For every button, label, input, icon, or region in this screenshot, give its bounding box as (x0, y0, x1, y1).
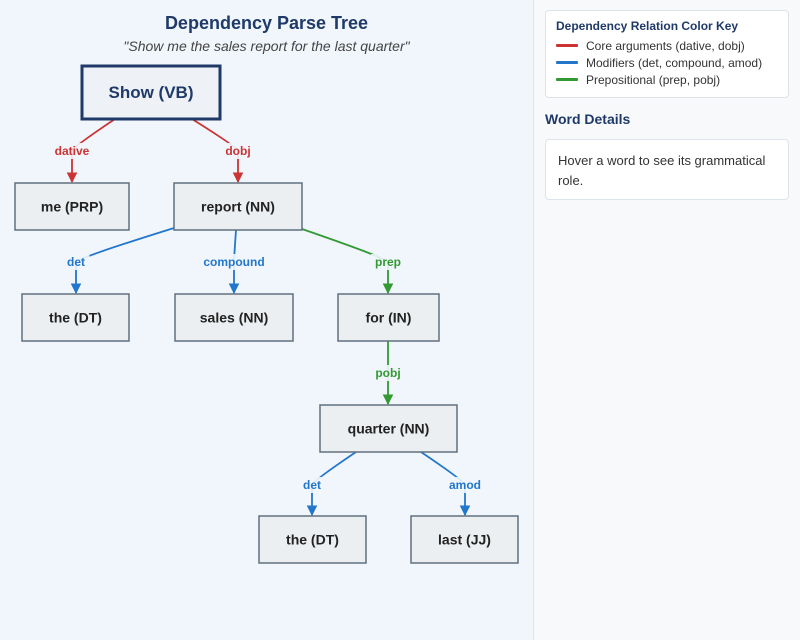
edge-label-bg (203, 254, 265, 270)
tree-panel: Dependency Parse Tree "Show me the sales… (14, 13, 519, 564)
word-details-panel: Hover a word to see its grammatical role… (545, 139, 789, 200)
core-swatch (556, 44, 578, 47)
word-node-box[interactable] (410, 515, 519, 564)
word-node-show[interactable]: Show (VB) (80, 64, 222, 121)
word-node-label: me (PRP) (41, 199, 103, 215)
word-node-box[interactable] (21, 293, 130, 342)
word-node-me[interactable]: me (PRP) (14, 182, 130, 231)
edge-label-dobj: dobj (225, 144, 250, 158)
edge-report-the1 (70, 227, 175, 295)
word-node-box[interactable] (173, 182, 303, 231)
word-node-box[interactable] (337, 293, 440, 342)
edge-label-det: det (67, 255, 85, 269)
color-key-title: Dependency Relation Color Key (556, 19, 739, 33)
info-sidebar: Dependency Relation Color Key Core argum… (533, 0, 800, 640)
word-node-label: the (DT) (286, 532, 339, 548)
modifier-swatch (556, 61, 578, 64)
word-node-box[interactable] (174, 293, 294, 342)
edge-label-bg (62, 254, 90, 270)
word-node-last[interactable]: last (JJ) (410, 515, 519, 564)
edge-label-det: det (303, 478, 321, 492)
color-key: Dependency Relation Color Key Core argum… (545, 10, 789, 98)
edge-label-bg (298, 477, 326, 493)
edge-label-amod: amod (449, 478, 481, 492)
word-node-the2[interactable]: the (DT) (258, 515, 367, 564)
edge-label-bg (371, 365, 405, 381)
word-node-the1[interactable]: the (DT) (21, 293, 130, 342)
word-node-label: for (IN) (366, 310, 412, 326)
prep-swatch (556, 78, 578, 81)
edge-label-bg (221, 143, 255, 159)
word-node-box[interactable] (258, 515, 367, 564)
edge-label-dative: dative (55, 144, 90, 158)
edge-label-pobj: pobj (375, 366, 400, 380)
word-node-label: sales (NN) (200, 310, 268, 326)
edge-label-bg (448, 477, 482, 493)
word-node-label: report (NN) (201, 199, 275, 215)
edge-label-compound: compound (203, 255, 264, 269)
word-node-label: quarter (NN) (348, 421, 430, 437)
key-label-core: Core arguments (dative, dobj) (586, 38, 745, 53)
key-label-modifier: Modifiers (det, compound, amod) (586, 55, 763, 70)
word-node-report[interactable]: report (NN) (173, 182, 303, 231)
page-title: Dependency Parse Tree (164, 13, 369, 33)
edge-label-prep: prep (375, 255, 401, 269)
word-node-box[interactable] (319, 404, 458, 453)
word-node-sales[interactable]: sales (NN) (174, 293, 294, 342)
word-node-box[interactable] (14, 182, 130, 231)
word-node-for[interactable]: for (IN) (337, 293, 440, 342)
key-item-modifier: Modifiers (det, compound, amod) (556, 54, 778, 71)
word-node-label: Show (VB) (109, 83, 194, 102)
word-node-box[interactable] (80, 64, 222, 121)
key-item-core: Core arguments (dative, dobj) (556, 37, 778, 54)
sentence-subtitle: "Show me the sales report for the last q… (123, 38, 410, 54)
dependency-tree: dative dobj det compound prep pobj det amod Sho… (14, 64, 519, 564)
key-item-prep: Prepositional (prep, pobj) (556, 71, 778, 88)
word-node-label: the (DT) (49, 310, 102, 326)
edge-label-bg (371, 254, 405, 270)
word-node-quarter[interactable]: quarter (NN) (319, 404, 458, 453)
word-node-label: last (JJ) (438, 532, 491, 548)
key-label-prep: Prepositional (prep, pobj) (586, 72, 721, 87)
edge-label-bg (48, 143, 96, 159)
word-details-heading: Word Details (545, 111, 631, 127)
